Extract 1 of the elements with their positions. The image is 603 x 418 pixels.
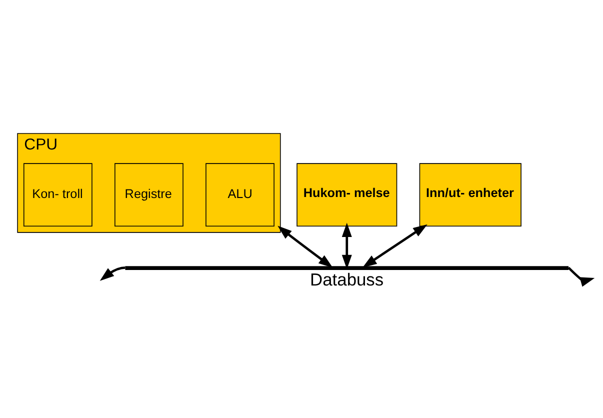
- node-label: Databuss: [310, 269, 384, 290]
